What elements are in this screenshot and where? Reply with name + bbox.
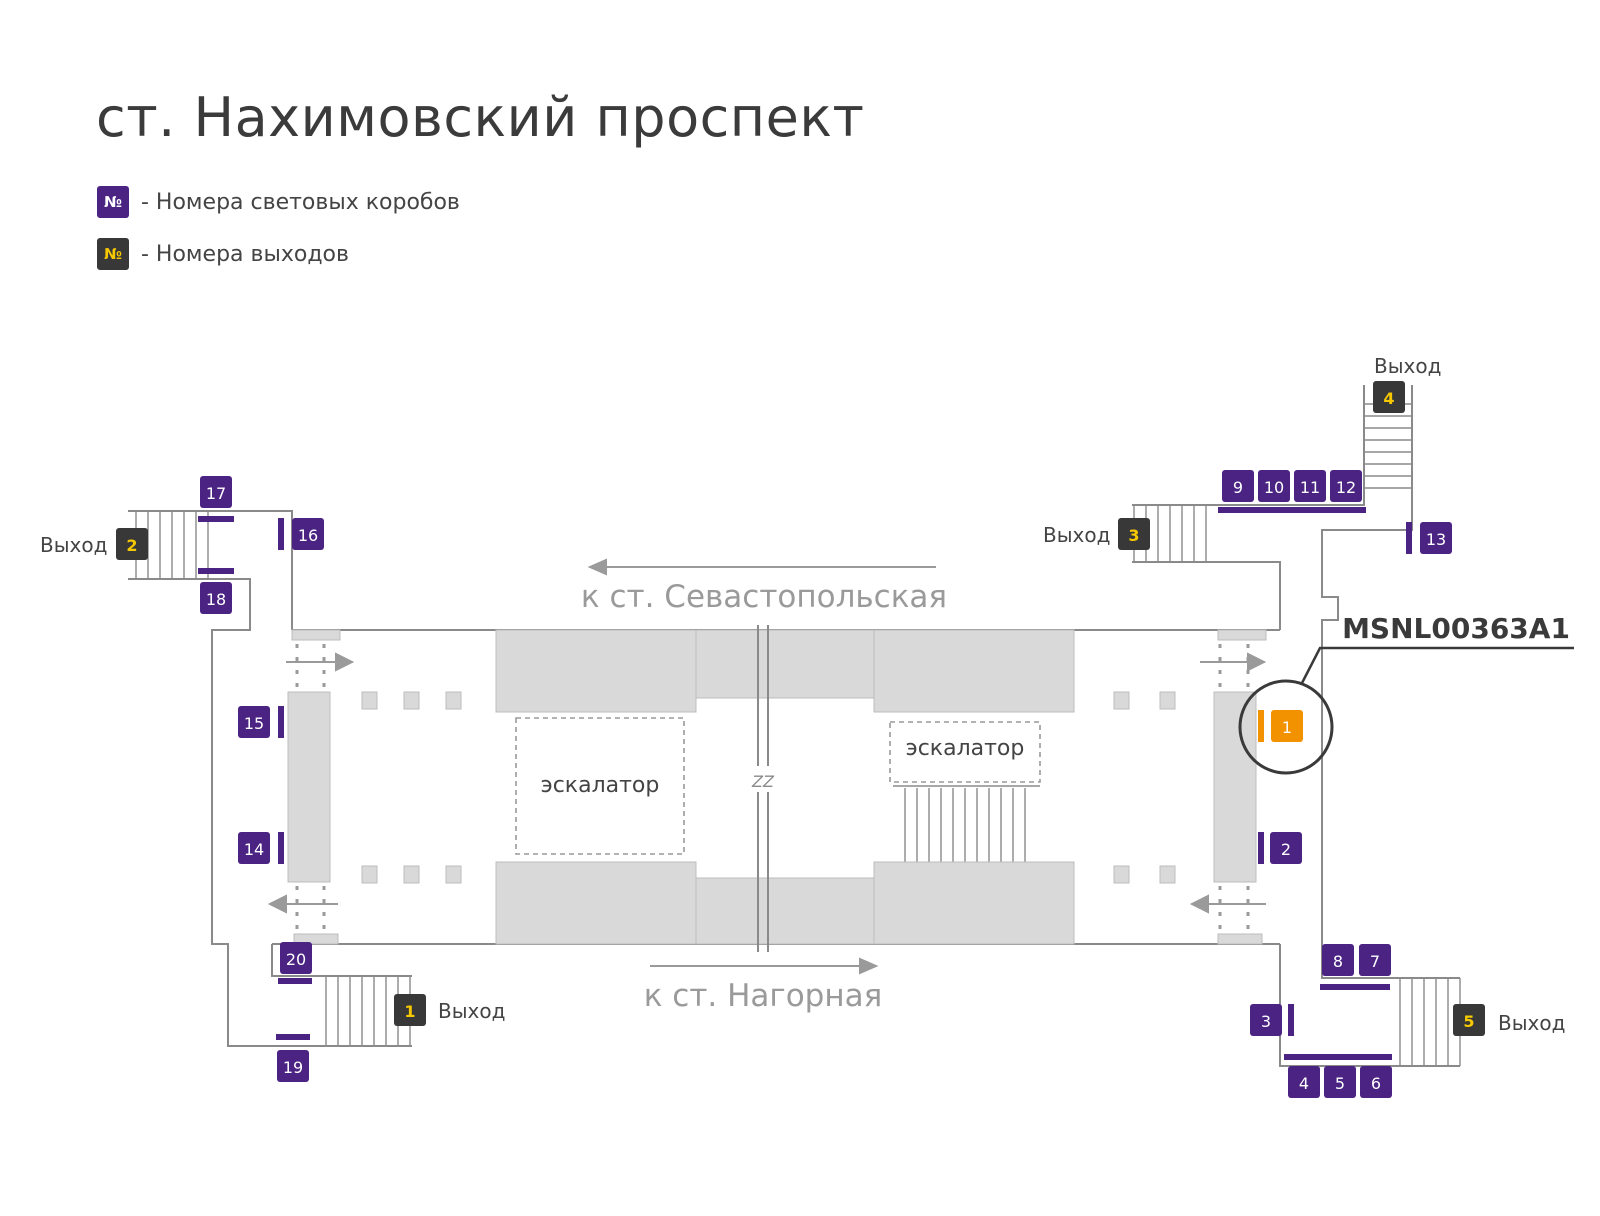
lightbox-badge-10[interactable]: 10 [1258, 470, 1290, 502]
hall-blocks [287, 629, 1267, 945]
direction-north: к ст. Севастопольская [581, 579, 947, 615]
lightbox-badge-1-highlighted[interactable]: 1 [1271, 710, 1303, 742]
lightbox-badge-13[interactable]: 13 [1420, 522, 1452, 554]
direction-south: к ст. Нагорная [644, 978, 883, 1014]
escalator-left-label: эскалатор [541, 773, 660, 798]
escalator-right [889, 721, 1041, 783]
exit-badges: 2 3 4 1 5 [116, 381, 1485, 1036]
legend-exit-text: - Номера выходов [141, 241, 349, 267]
lightbox-badge-19[interactable]: 19 [277, 1050, 309, 1082]
svg-text:8: 8 [1333, 952, 1343, 971]
svg-text:15: 15 [244, 714, 264, 733]
escalator-right-label: эскалатор [906, 736, 1025, 761]
callout-leader [1300, 646, 1574, 684]
lightbox-badges: 17 18 16 15 14 20 19 9 10 11 12 13 2 8 7… [200, 470, 1452, 1098]
svg-text:5: 5 [1335, 1074, 1345, 1093]
svg-text:2: 2 [126, 536, 137, 555]
lightbox-badge-17[interactable]: 17 [200, 476, 232, 508]
svg-text:16: 16 [298, 526, 318, 545]
lightbox-badge-9[interactable]: 9 [1222, 470, 1254, 502]
svg-text:18: 18 [206, 590, 226, 609]
svg-text:6: 6 [1371, 1074, 1381, 1093]
svg-text:3: 3 [1128, 526, 1139, 545]
lightbox-badge-15[interactable]: 15 [238, 706, 270, 738]
svg-text:12: 12 [1336, 478, 1356, 497]
svg-text:1: 1 [1282, 718, 1292, 737]
svg-text:2: 2 [1281, 840, 1291, 859]
legend-exit-swatch: № [97, 238, 129, 270]
svg-text:13: 13 [1426, 530, 1446, 549]
lightbox-badge-18[interactable]: 18 [200, 582, 232, 614]
lightbox-badge-3[interactable]: 3 [1250, 1004, 1282, 1036]
exit-3-label: Выход [1043, 523, 1110, 547]
legend-exit: № - Номера выходов [97, 238, 349, 270]
svg-text:4: 4 [1383, 389, 1394, 408]
lightbox-badge-16[interactable]: 16 [292, 518, 324, 550]
flow-arrows [267, 558, 1267, 975]
lightbox-badge-5[interactable]: 5 [1324, 1066, 1356, 1098]
lightbox-badge-7[interactable]: 7 [1359, 944, 1391, 976]
svg-text:14: 14 [244, 840, 264, 859]
callout-code: MSNL00363A1 [1342, 612, 1570, 645]
lightbox-badge-14[interactable]: 14 [238, 832, 270, 864]
legend-lightbox-text: - Номера световых коробов [141, 189, 460, 215]
exit-2-label: Выход [40, 533, 107, 557]
svg-text:11: 11 [1300, 478, 1320, 497]
lightbox-badge-12[interactable]: 12 [1330, 470, 1362, 502]
exit-badge-4[interactable]: 4 [1373, 381, 1405, 413]
svg-text:10: 10 [1264, 478, 1284, 497]
break-gap [752, 766, 774, 792]
break-mark: ZZ [751, 772, 775, 791]
svg-text:3: 3 [1261, 1012, 1271, 1031]
svg-text:4: 4 [1299, 1074, 1309, 1093]
lightbox-badge-6[interactable]: 6 [1360, 1066, 1392, 1098]
lightbox-badge-4[interactable]: 4 [1288, 1066, 1320, 1098]
highlighted-lightbox-bar [1258, 710, 1264, 742]
svg-text:9: 9 [1233, 478, 1243, 497]
callout-circle [1238, 679, 1334, 775]
station-title: ст. Нахимовский проспект [96, 86, 865, 149]
lightbox-badge-2[interactable]: 2 [1270, 832, 1302, 864]
lightbox-bars [198, 507, 1412, 1060]
legend-lightbox-swatch: № [97, 186, 129, 218]
svg-text:17: 17 [206, 484, 226, 503]
exit-5-label: Выход [1498, 1011, 1565, 1035]
svg-text:5: 5 [1463, 1012, 1474, 1031]
escalator-left [515, 717, 685, 855]
lightbox-badge-11[interactable]: 11 [1294, 470, 1326, 502]
exit-4-label: Выход [1374, 354, 1441, 378]
exit-badge-5[interactable]: 5 [1453, 1004, 1485, 1036]
svg-text:7: 7 [1370, 952, 1380, 971]
exit-badge-3[interactable]: 3 [1118, 518, 1150, 550]
lightbox-badge-8[interactable]: 8 [1322, 944, 1354, 976]
svg-text:1: 1 [404, 1002, 415, 1021]
exit-1-label: Выход [438, 999, 505, 1023]
exit-badge-2[interactable]: 2 [116, 528, 148, 560]
svg-text:20: 20 [286, 950, 306, 969]
lightbox-badge-20[interactable]: 20 [280, 942, 312, 974]
svg-text:19: 19 [283, 1058, 303, 1077]
exit-badge-1[interactable]: 1 [394, 994, 426, 1026]
legend-lightbox: № - Номера световых коробов [97, 186, 460, 218]
